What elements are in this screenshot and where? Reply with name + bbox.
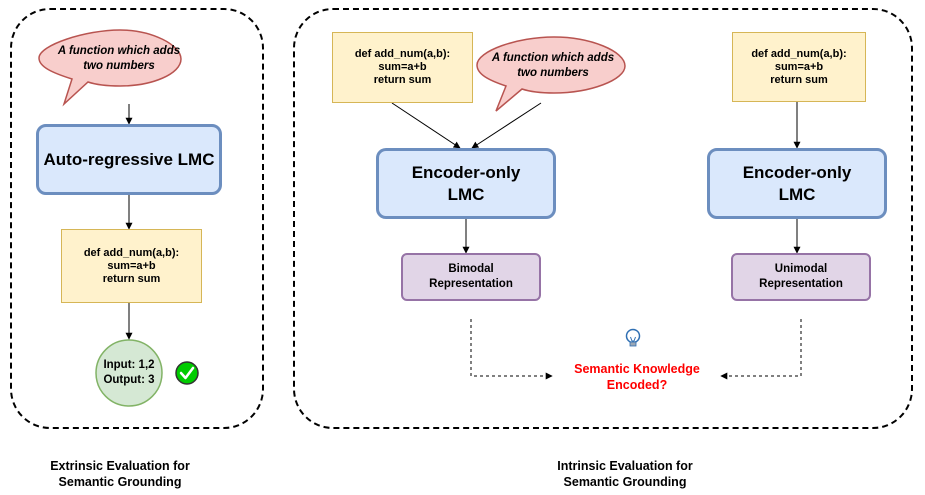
prompt-text-right: A function which adds two numbers xyxy=(491,52,615,79)
code-input-unimodal: def add_num(a,b): sum=a+b return sum xyxy=(732,32,866,102)
test-result-circle xyxy=(95,339,163,407)
semantic-knowledge-result: Semantic Knowledge Encoded? xyxy=(574,362,700,392)
generated-code-block: def add_num(a,b): sum=a+b return sum xyxy=(61,229,202,303)
intrinsic-panel xyxy=(293,8,913,429)
intrinsic-caption: Intrinsic Evaluation for Semantic Ground… xyxy=(557,459,693,489)
code-input-bimodal: def add_num(a,b): sum=a+b return sum xyxy=(332,32,473,103)
extrinsic-panel xyxy=(10,8,264,429)
autoregressive-lmc-node: Auto-regressive LMC xyxy=(36,124,222,195)
prompt-bubble-right xyxy=(476,36,626,112)
extrinsic-caption: Extrinsic Evaluation for Semantic Ground… xyxy=(50,459,190,489)
unimodal-representation-node: Unimodal Representation xyxy=(731,253,871,301)
bimodal-representation-node: Bimodal Representation xyxy=(401,253,541,301)
lightbulb-icon xyxy=(625,328,641,347)
prompt-bubble-left xyxy=(38,29,182,107)
encoder-lmc-bimodal-node: Encoder-only LMC xyxy=(376,148,556,219)
check-circle-icon xyxy=(175,361,199,385)
prompt-text-left: A function which adds two numbers xyxy=(57,45,181,72)
encoder-lmc-unimodal-node: Encoder-only LMC xyxy=(707,148,887,219)
test-result-text: Input: 1,2 Output: 3 xyxy=(103,359,155,386)
